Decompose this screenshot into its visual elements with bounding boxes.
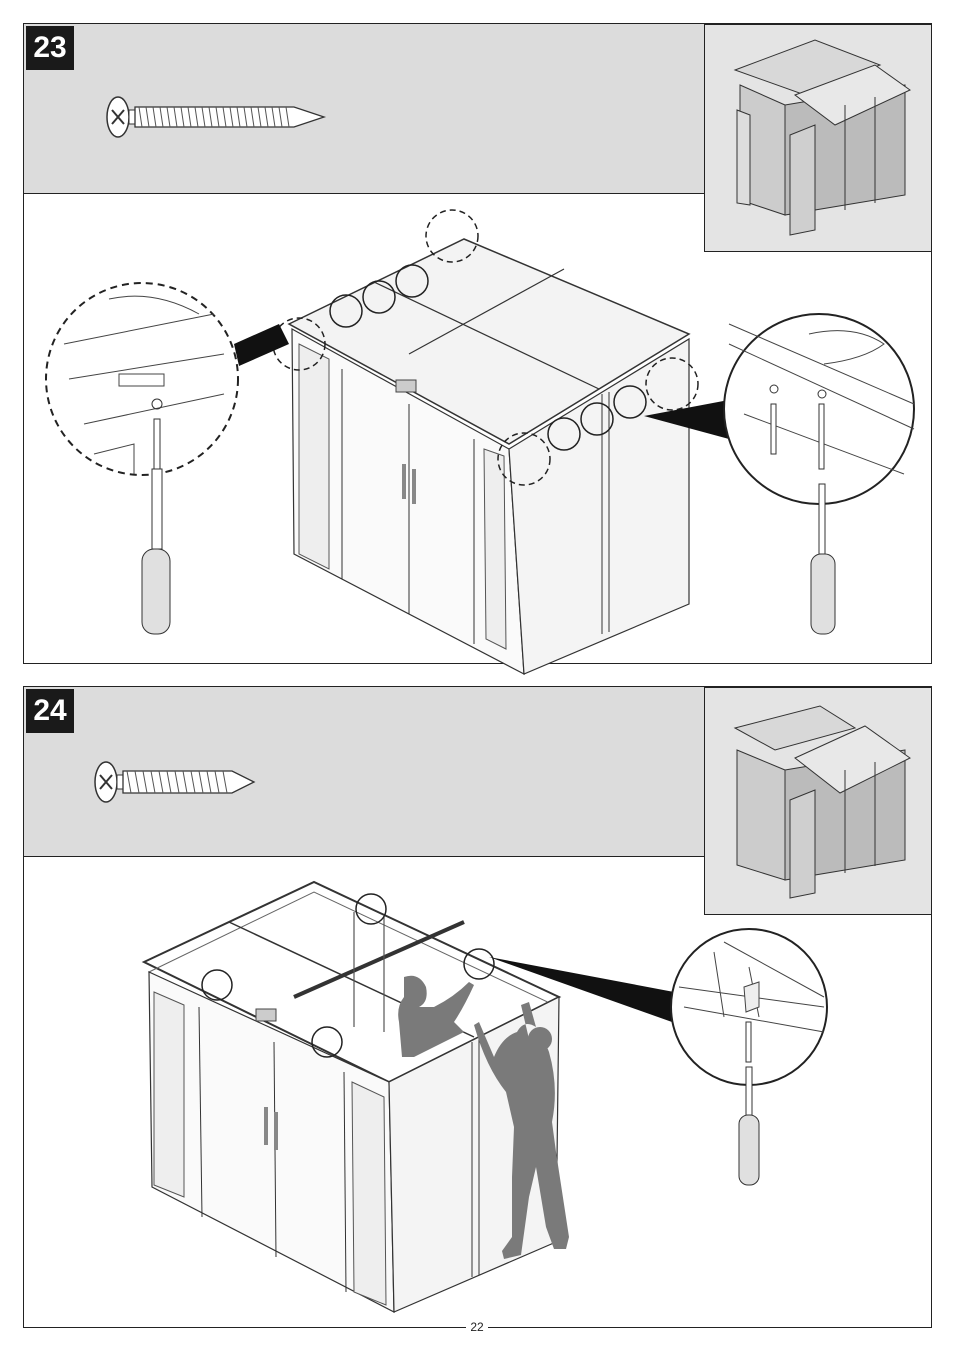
step-23-number: 23 — [26, 26, 74, 70]
page-number-text: 22 — [466, 1320, 487, 1334]
shed-frame-assembly-illustration — [24, 857, 932, 1327]
screw-icon — [104, 92, 344, 142]
step-24-number: 24 — [26, 689, 74, 733]
page-number: 22 — [0, 1320, 954, 1334]
screw-icon — [92, 757, 262, 807]
screwdriver-icon — [811, 484, 835, 634]
step-23-panel: 23 — [23, 23, 932, 664]
shed-roof-assembly-illustration — [24, 194, 932, 664]
step-24-panel: 24 — [23, 686, 932, 1328]
